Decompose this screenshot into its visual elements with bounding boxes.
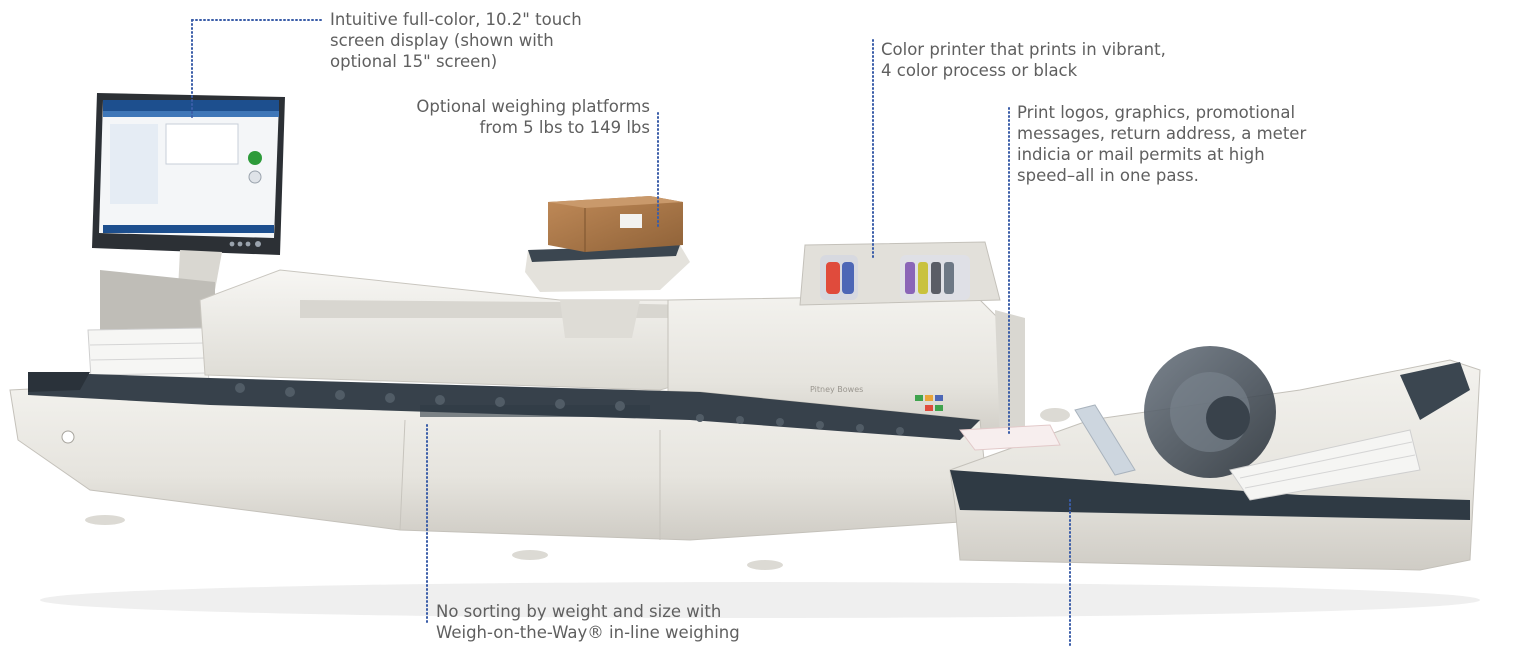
feed-rollers: [235, 383, 904, 435]
mail-stacker: [949, 346, 1481, 571]
callout-line: Weigh-on-the-Way® in-line weighing: [436, 623, 740, 642]
callout-line: speed–all in one pass.: [1017, 166, 1199, 185]
callout-touch-screen: Intuitive full-color, 10.2" touch screen…: [330, 9, 582, 72]
foot: [85, 515, 125, 525]
touch-screen-monitor: [92, 93, 285, 290]
callout-line: Print logos, graphics, promotional: [1017, 103, 1296, 122]
svg-text:Pitney Bowes: Pitney Bowes: [810, 385, 863, 394]
callout-line: optional 15" screen): [330, 52, 498, 71]
callout-line: from 5 lbs to 149 lbs: [479, 118, 651, 137]
callout-line: Optional weighing platforms: [416, 97, 650, 116]
package-box: [548, 196, 683, 252]
callout-line: Color printer that prints in vibrant,: [881, 40, 1166, 59]
foot: [747, 560, 783, 570]
callout-line: No sorting by weight and size with: [436, 602, 722, 621]
callout-line: 4 color process or black: [881, 61, 1078, 80]
callout-line: messages, return address, a meter: [1017, 124, 1307, 143]
floor-shadow: [40, 582, 1480, 618]
callout-line: screen display (shown with: [330, 31, 554, 50]
callout-weighing-platforms: Optional weighing platforms from 5 lbs t…: [416, 96, 650, 138]
printer-side-panel: [995, 310, 1025, 440]
printed-envelope: [959, 424, 1061, 451]
callout-line: indicia or mail permits at high: [1017, 145, 1265, 164]
callout-no-sorting: No sorting by weight and size with Weigh…: [436, 601, 740, 643]
weighing-platform: [525, 245, 690, 338]
callout-line: Intuitive full-color, 10.2" touch: [330, 10, 582, 29]
callout-color-printer: Color printer that prints in vibrant, 4 …: [881, 39, 1166, 81]
callout-print-logos: Print logos, graphics, promotional messa…: [1017, 102, 1306, 186]
foot: [512, 550, 548, 560]
